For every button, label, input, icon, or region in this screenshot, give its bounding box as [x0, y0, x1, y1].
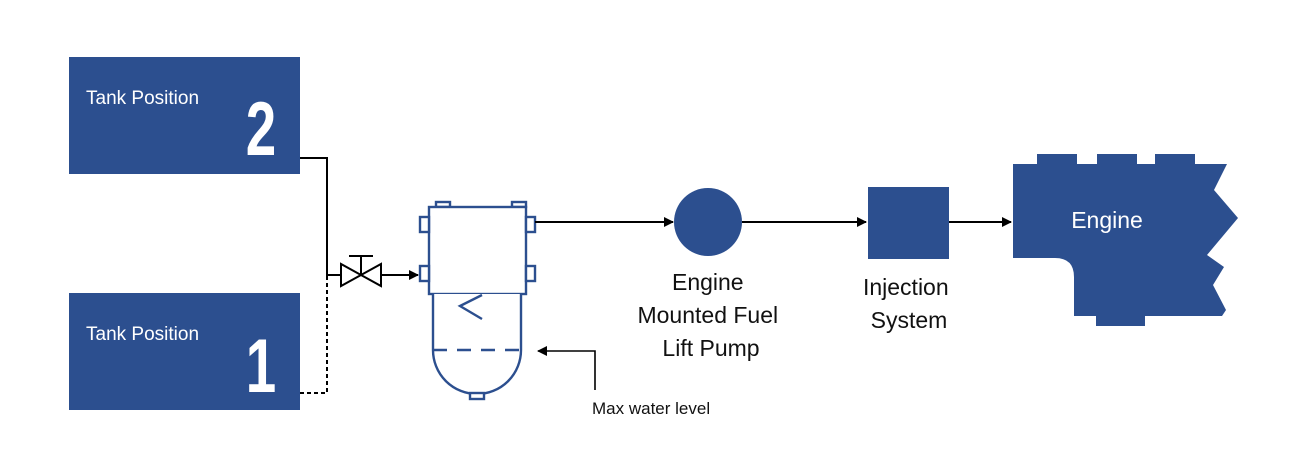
tank-1-label: Tank Position [86, 324, 199, 345]
max-water-level-label: Max water level [592, 399, 710, 418]
tank-2-label: Tank Position [86, 88, 199, 109]
injection-label-line-1: Injection [863, 274, 949, 300]
tank-1-box [69, 293, 300, 410]
valve-icon [340, 255, 382, 288]
tank-1-supply-line [300, 276, 328, 394]
max-water-level-pointer [537, 346, 596, 390]
injection-label-line-2: System [871, 307, 948, 333]
lift-pump-icon [674, 188, 742, 256]
tank-position-1: Tank Position 1 [69, 293, 300, 410]
lift-pump-label-line-2: Mounted Fuel [637, 302, 778, 328]
lift-pump-label: Engine Mounted Fuel Lift Pump [637, 269, 784, 361]
engine-label: Engine [1071, 207, 1143, 233]
lift-pump-label-line-1: Engine [672, 269, 744, 295]
tank-2-number: 2 [246, 87, 276, 172]
tank-2-box [69, 57, 300, 174]
fuel-filter-icon [418, 200, 537, 401]
tank-position-2: Tank Position 2 [69, 57, 300, 174]
lift-pump-label-line-3: Lift Pump [662, 335, 759, 361]
engine-icon [1013, 154, 1238, 326]
tank-1-number: 1 [246, 324, 276, 409]
tank-2-supply-line [300, 157, 341, 276]
injection-system-icon [868, 187, 949, 259]
injection-system-label: Injection System [863, 274, 955, 333]
